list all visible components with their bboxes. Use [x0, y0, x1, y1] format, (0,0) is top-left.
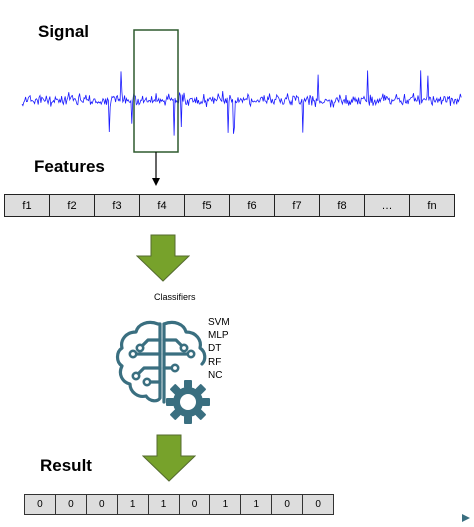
result-cell: 1 [241, 495, 273, 514]
feature-cell: f3 [95, 195, 140, 216]
classifier-item: SVM [208, 317, 230, 328]
corner-mark-icon [462, 514, 470, 522]
down-arrow-icon [136, 234, 190, 282]
window-arrowhead [152, 178, 160, 186]
result-cell: 0 [272, 495, 304, 514]
signal-trace [21, 70, 462, 136]
brain-circuit-icon [115, 320, 210, 424]
result-cell: 0 [56, 495, 87, 514]
classifier-item: NC [208, 369, 223, 381]
feature-cell: f5 [185, 195, 230, 216]
classifier-list: SVM MLP DT RF NC [208, 316, 230, 382]
result-cell: 1 [210, 495, 242, 514]
feature-cell: f7 [275, 195, 320, 216]
classifier-item: MLP [208, 330, 229, 342]
feature-vector: f1 f2 f3 f4 f5 f6 f7 f8 … fn [4, 194, 455, 217]
feature-window [133, 29, 179, 153]
feature-cell: f6 [230, 195, 275, 216]
feature-cell: f8 [320, 195, 365, 216]
result-cell: 0 [315, 499, 321, 510]
features-heading: Features [34, 157, 105, 176]
signal-heading: Signal [38, 22, 90, 41]
result-cell: 1 [118, 495, 149, 514]
result-cell: 1 [149, 495, 180, 514]
classifier-item: DT [208, 343, 222, 355]
result-vector: 0 0 0 1 1 0 1 1 0 0 [24, 494, 334, 515]
gear-icon [166, 380, 210, 424]
feature-cell: f1 [5, 195, 50, 216]
signal-waveform [21, 29, 462, 186]
classifier-item: RF [208, 356, 222, 368]
result-cell: 0 [180, 495, 211, 514]
down-arrow-icon [142, 434, 196, 482]
feature-cell: f4 [140, 195, 185, 216]
feature-cell: fn [427, 199, 437, 212]
result-cell: 0 [87, 495, 118, 514]
feature-cell: f2 [50, 195, 95, 216]
result-cell: 0 [25, 495, 56, 514]
feature-cell: … [365, 195, 410, 216]
result-heading: Result [40, 456, 92, 475]
classifiers-label: Classifiers [154, 292, 196, 302]
